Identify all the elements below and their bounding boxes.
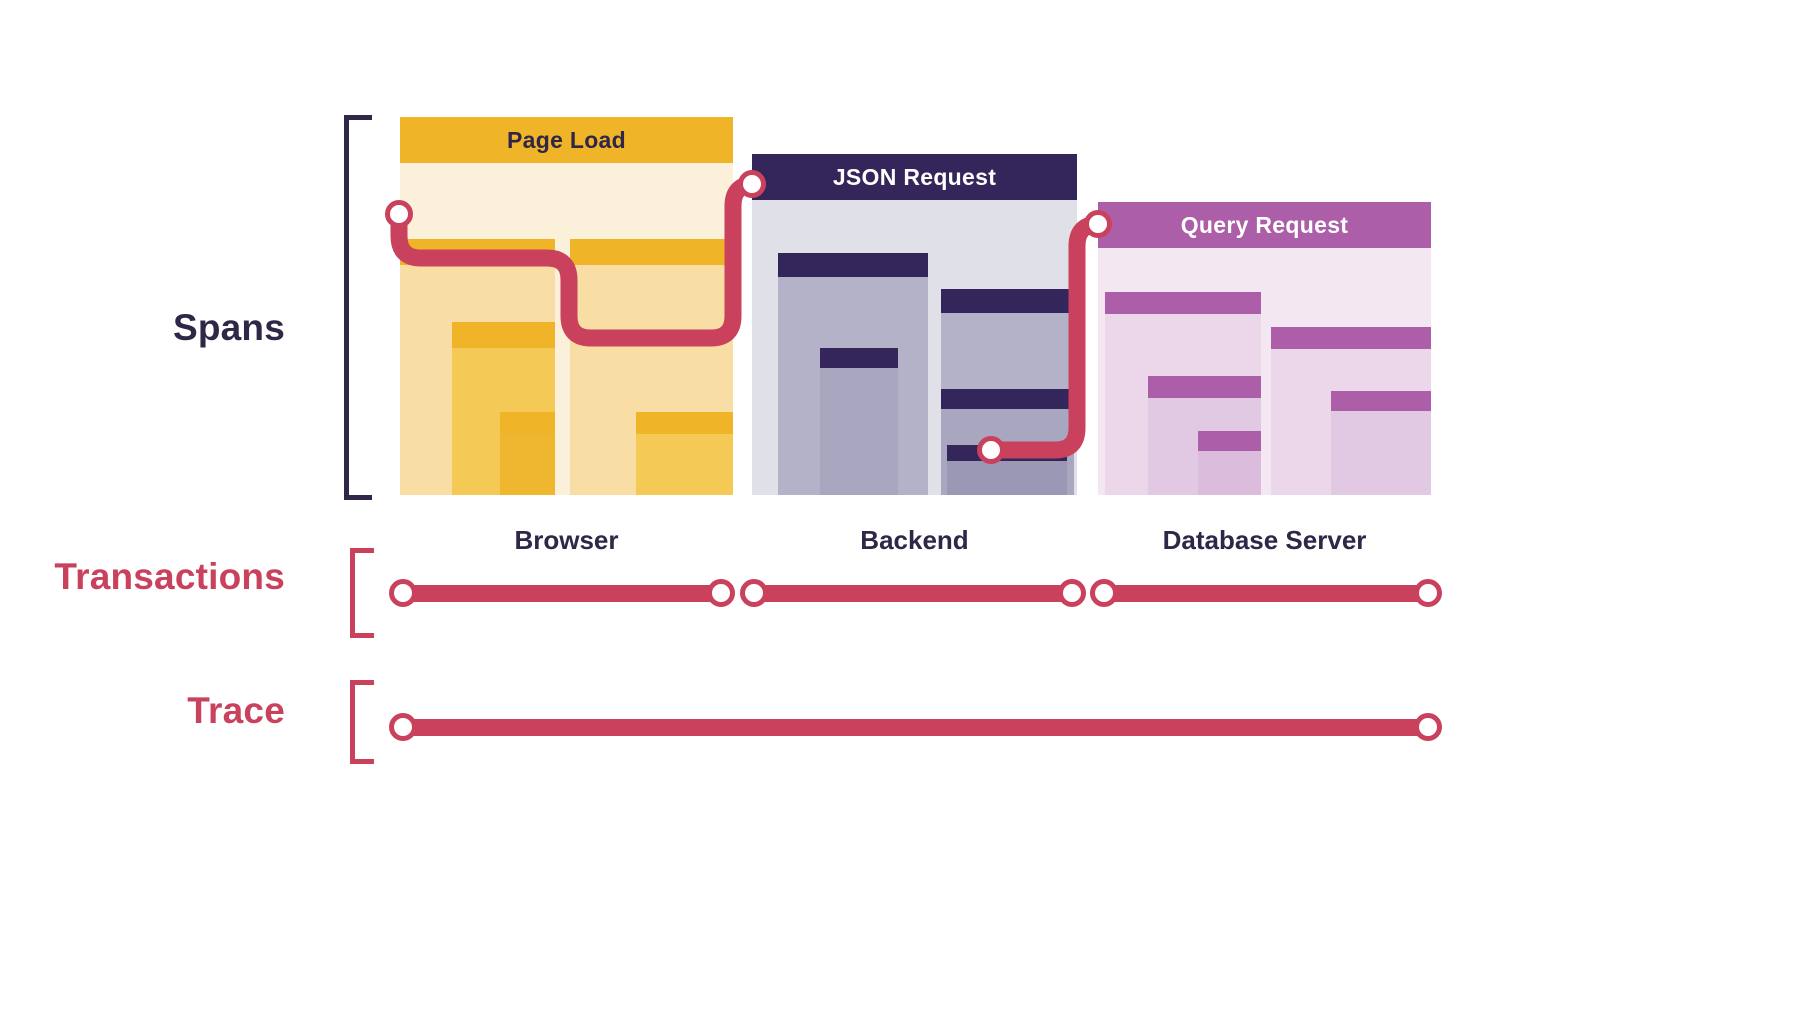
transaction-header-database[interactable]: Query Request: [1098, 202, 1431, 248]
span-database-2-cap: [1147, 376, 1262, 399]
connector-node-browser-start[interactable]: [385, 200, 413, 228]
connector-node-backend-leaf[interactable]: [977, 436, 1005, 464]
transaction-segment-database[interactable]: [1104, 585, 1428, 602]
span-backend-3-cap: [940, 288, 1074, 313]
span-browser-4-cap: [569, 239, 733, 266]
span-browser-5[interactable]: [636, 412, 733, 495]
transaction-node-3[interactable]: [740, 579, 768, 607]
transaction-node-6[interactable]: [1414, 579, 1442, 607]
span-backend-2[interactable]: [820, 347, 899, 495]
span-backend-2-cap: [820, 347, 899, 368]
connector-node-database-start[interactable]: [1084, 210, 1112, 238]
transaction-node-2[interactable]: [707, 579, 735, 607]
span-backend-5[interactable]: [947, 444, 1068, 495]
span-backend-5-cap: [947, 444, 1068, 461]
trace-node-start[interactable]: [389, 713, 417, 741]
service-body-browser: [400, 163, 733, 495]
service-caption-browser: Browser: [514, 525, 619, 555]
transaction-segment-browser[interactable]: [403, 585, 721, 602]
span-database-3[interactable]: [1197, 430, 1262, 495]
span-backend-4-cap: [940, 388, 1074, 409]
row-label-spans: Spans: [172, 307, 285, 348]
span-browser-5-cap: [636, 412, 733, 434]
transaction-header-browser[interactable]: Page Load: [400, 117, 733, 163]
span-database-1-cap: [1104, 292, 1262, 315]
row-label-transactions: Transactions: [54, 556, 285, 597]
span-database-5[interactable]: [1331, 391, 1431, 495]
span-browser-2-cap: [451, 322, 555, 349]
span-browser-1-cap: [400, 239, 555, 266]
service-block-backend[interactable]: JSON Request: [752, 154, 1077, 495]
transaction-header-backend[interactable]: JSON Request: [752, 154, 1077, 200]
row-label-trace: Trace: [187, 690, 285, 731]
service-body-backend: [752, 200, 1077, 495]
bracket-spans: [344, 115, 372, 500]
span-columns-backend: [752, 200, 1077, 495]
transaction-node-5[interactable]: [1090, 579, 1118, 607]
span-database-3-cap: [1197, 430, 1262, 451]
service-block-browser[interactable]: Page Load: [400, 117, 733, 495]
service-caption-database: Database Server: [1162, 525, 1367, 555]
transaction-node-1[interactable]: [389, 579, 417, 607]
bracket-transactions: [350, 548, 374, 638]
bracket-trace: [350, 680, 374, 764]
span-browser-3-cap: [499, 412, 555, 434]
connector-node-backend-start[interactable]: [738, 170, 766, 198]
trace-node-end[interactable]: [1414, 713, 1442, 741]
service-caption-backend: Backend: [860, 525, 969, 555]
span-columns-browser: [400, 163, 733, 495]
span-browser-3[interactable]: [499, 412, 555, 495]
span-columns-database: [1098, 248, 1431, 495]
service-block-database[interactable]: Query Request: [1098, 202, 1431, 495]
trace-segment-full[interactable]: [403, 719, 1428, 736]
span-backend-1-cap: [778, 253, 928, 278]
transaction-node-4[interactable]: [1058, 579, 1086, 607]
service-body-database: [1098, 248, 1431, 495]
transaction-segment-backend[interactable]: [754, 585, 1072, 602]
span-database-4-cap: [1271, 327, 1431, 350]
span-database-5-cap: [1331, 391, 1431, 412]
